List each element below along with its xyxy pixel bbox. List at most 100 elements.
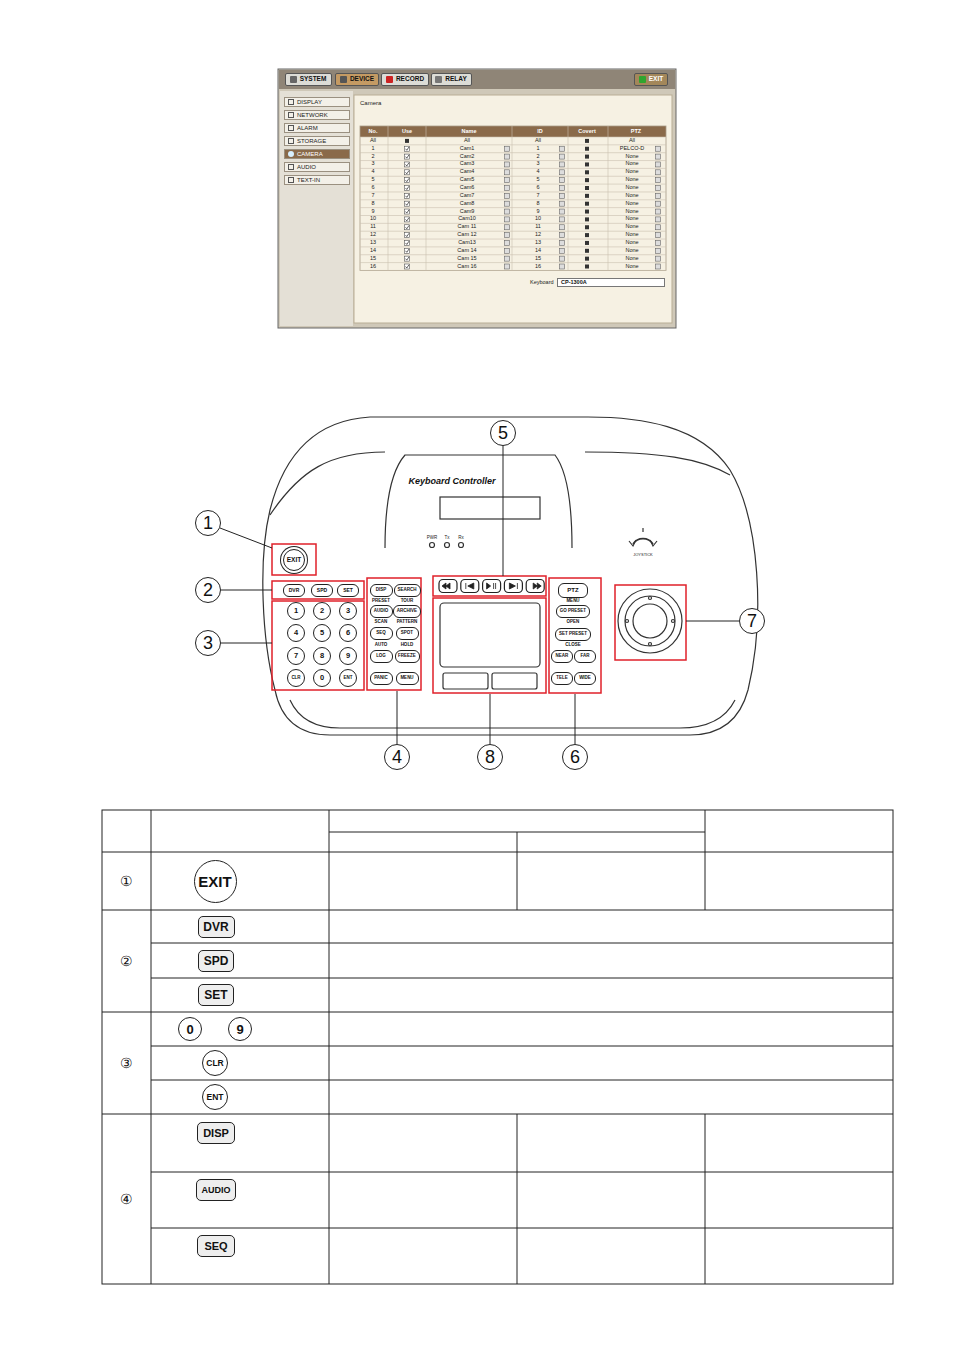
leader-line bbox=[221, 590, 272, 591]
table-grid bbox=[405, 170, 410, 175]
table-grid bbox=[560, 256, 565, 261]
keyboard-body bbox=[642, 528, 643, 532]
tab-icon bbox=[386, 76, 393, 83]
label-text: None bbox=[625, 248, 638, 254]
button-label: RELAY bbox=[445, 76, 466, 83]
key-button: SET PRESET bbox=[555, 628, 591, 641]
button-label: NEAR bbox=[556, 654, 569, 659]
table-grid bbox=[585, 225, 589, 229]
key-button: SET bbox=[337, 584, 359, 597]
label-text: 4 bbox=[371, 170, 374, 176]
table-grid bbox=[426, 126, 427, 271]
media-button bbox=[461, 580, 479, 593]
keyboard-body bbox=[625, 596, 675, 646]
menu-item: DISPLAY bbox=[284, 97, 350, 107]
menu-tab: RELAY bbox=[431, 73, 472, 86]
label-text: Rx bbox=[458, 536, 464, 541]
button-label: MENU bbox=[400, 676, 413, 681]
button-label: 5 bbox=[498, 424, 508, 442]
button-label: SEQ bbox=[204, 1241, 227, 1252]
table-grid bbox=[360, 184, 666, 185]
button-label: TEXT-IN bbox=[297, 177, 320, 183]
key-button: MENU bbox=[396, 672, 419, 685]
button-label: 8 bbox=[320, 652, 324, 660]
label-text: None bbox=[625, 162, 638, 168]
table-grid bbox=[406, 233, 410, 236]
table-grid bbox=[505, 162, 510, 167]
label-text: Covert bbox=[578, 129, 595, 135]
button-label: ALARM bbox=[297, 125, 318, 131]
menu-item: AUDIO bbox=[284, 162, 350, 172]
button-label: SYSTEM bbox=[300, 76, 327, 83]
table-lines bbox=[151, 1080, 893, 1081]
key-button: 9 bbox=[339, 647, 357, 665]
button-label: NETWORK bbox=[297, 112, 328, 118]
table-grid bbox=[585, 194, 589, 198]
table-grid bbox=[360, 254, 666, 255]
button-label: RECORD bbox=[396, 76, 424, 83]
label-text: 13 bbox=[535, 240, 541, 246]
keyboard-body bbox=[459, 543, 464, 548]
label-text: 5 bbox=[371, 177, 374, 183]
table-grid bbox=[505, 186, 510, 191]
key-button: DISP bbox=[370, 584, 393, 597]
label-text: Cam1 bbox=[460, 146, 475, 152]
label-text: 3 bbox=[371, 162, 374, 168]
button-label: ARCHIVE bbox=[397, 609, 417, 614]
table-grid bbox=[405, 139, 409, 143]
label-text: Cam 11 bbox=[458, 225, 477, 231]
table-grid bbox=[585, 210, 589, 214]
label-text: 1 bbox=[371, 146, 374, 152]
button-label: PANIC bbox=[374, 676, 388, 681]
label-text: Cam9 bbox=[460, 209, 475, 215]
leader-line bbox=[221, 643, 272, 644]
table-grid bbox=[608, 126, 609, 271]
label-text: 6 bbox=[536, 185, 539, 191]
label-text: Cam4 bbox=[460, 170, 475, 176]
key-button: DVR bbox=[283, 584, 305, 597]
table-grid bbox=[560, 217, 565, 222]
key-button: 0 bbox=[313, 669, 331, 687]
label-text: Cam 12 bbox=[457, 232, 476, 238]
highlight-box bbox=[615, 585, 686, 660]
button-label: SET PRESET bbox=[559, 632, 587, 637]
keyboard-body bbox=[443, 673, 488, 689]
keyboard-body bbox=[649, 597, 652, 600]
table-grid bbox=[656, 178, 661, 183]
button-label: SPD bbox=[317, 588, 327, 593]
callout-number: 2 bbox=[195, 577, 221, 603]
label-text: None bbox=[625, 217, 638, 223]
table-grid bbox=[360, 126, 666, 271]
label-text: 8 bbox=[371, 201, 374, 207]
table-grid bbox=[585, 170, 589, 174]
table-grid bbox=[560, 240, 565, 245]
button-label: PTZ bbox=[567, 587, 578, 593]
button-label: 9 bbox=[236, 1023, 243, 1036]
button-label: 3 bbox=[203, 634, 213, 652]
media-button bbox=[483, 580, 501, 593]
label-text: TOUR bbox=[401, 599, 414, 604]
table-grid bbox=[656, 162, 661, 167]
table-grid bbox=[360, 191, 666, 192]
label-text: PELCO-D bbox=[620, 146, 644, 152]
table-grid bbox=[406, 249, 410, 252]
tab-icon bbox=[290, 76, 297, 83]
label-text: None bbox=[625, 185, 638, 191]
keyboard-body bbox=[618, 589, 682, 653]
table-grid bbox=[505, 201, 510, 206]
button-icon: EXIT bbox=[194, 860, 237, 903]
label-text: AUTO bbox=[375, 643, 388, 648]
label-text: None bbox=[625, 154, 638, 160]
table-grid bbox=[405, 233, 410, 238]
key-button: NEAR bbox=[551, 650, 573, 663]
label-text: 4 bbox=[536, 170, 539, 176]
table-grid bbox=[656, 240, 661, 245]
table-grid bbox=[405, 209, 410, 214]
label-text: 1 bbox=[536, 146, 539, 152]
table-grid bbox=[406, 186, 410, 189]
button-label: FREEZE bbox=[398, 654, 416, 659]
table-grid bbox=[505, 193, 510, 198]
table-grid bbox=[656, 256, 661, 261]
table-grid bbox=[406, 155, 410, 158]
table-grid bbox=[585, 147, 589, 151]
